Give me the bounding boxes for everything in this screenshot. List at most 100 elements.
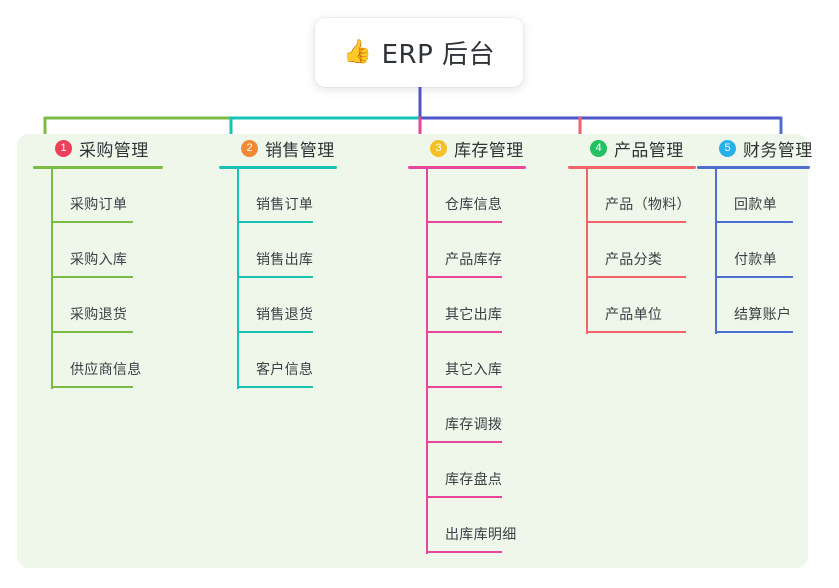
column-badge-4: 4 (590, 139, 607, 157)
module-item-label: 付款单 (734, 252, 777, 268)
module-item-label: 结算账户 (734, 307, 792, 323)
module-item-rule (237, 386, 313, 388)
module-item-label: 仓库信息 (445, 197, 503, 213)
column-spine-5 (715, 169, 717, 334)
module-item-label: 产品分类 (605, 252, 663, 268)
column-title-5: 财务管理 (743, 140, 813, 161)
module-item-rule (237, 276, 313, 278)
module-item[interactable]: 销售出库 (219, 224, 369, 279)
module-item[interactable]: 采购入库 (33, 224, 183, 279)
column-spine-4 (586, 169, 588, 334)
column-rule-2 (219, 166, 337, 169)
module-item-rule (51, 276, 133, 278)
column-items-2: 销售订单销售出库销售退货客户信息 (219, 169, 369, 389)
column-items-1: 采购订单采购入库采购退货供应商信息 (33, 169, 183, 389)
module-item-label: 其它出库 (445, 307, 503, 323)
column-rule-5 (697, 166, 810, 169)
module-item-rule (715, 331, 793, 333)
module-item-label: 库存调拨 (445, 417, 503, 433)
module-item[interactable]: 产品库存 (408, 224, 558, 279)
module-item-rule (51, 221, 133, 223)
module-item-label: 销售订单 (256, 197, 314, 213)
module-item[interactable]: 付款单 (697, 224, 827, 279)
module-item-rule (51, 331, 133, 333)
column-header-1[interactable]: 1 采购管理 (33, 134, 183, 162)
module-item-rule (426, 496, 502, 498)
column-title-2: 销售管理 (265, 140, 335, 161)
module-column-finance: 5 财务管理 回款单付款单结算账户 (697, 134, 827, 334)
module-column-sales: 2 销售管理 销售订单销售出库销售退货客户信息 (219, 134, 369, 389)
module-item-rule (51, 386, 133, 388)
module-item-rule (426, 221, 502, 223)
column-rule-4 (568, 166, 696, 169)
module-item-label: 销售出库 (256, 252, 314, 268)
module-item-label: 采购入库 (70, 252, 128, 268)
module-item[interactable]: 产品（物料） (568, 169, 728, 224)
module-item[interactable]: 仓库信息 (408, 169, 558, 224)
column-header-3[interactable]: 3 库存管理 (408, 134, 558, 162)
module-item-label: 其它入库 (445, 362, 503, 378)
module-item-rule (426, 276, 502, 278)
module-item-label: 库存盘点 (445, 472, 503, 488)
module-item[interactable]: 其它出库 (408, 279, 558, 334)
module-column-inventory: 3 库存管理 仓库信息产品库存其它出库其它入库库存调拨库存盘点出库库明细 (408, 134, 558, 554)
module-column-product: 4 产品管理 产品（物料） 产品分类产品单位 (568, 134, 728, 334)
module-item[interactable]: 其它入库 (408, 334, 558, 389)
column-title-3: 库存管理 (454, 140, 524, 161)
module-item-label: 销售退货 (256, 307, 314, 323)
column-items-5: 回款单付款单结算账户 (697, 169, 827, 334)
column-title-4: 产品管理 (614, 140, 684, 161)
column-badge-2: 2 (241, 139, 258, 157)
module-item-label: 客户信息 (256, 362, 314, 378)
column-header-5[interactable]: 5 财务管理 (697, 134, 827, 162)
module-item-rule (586, 276, 686, 278)
module-item-label: 供应商信息 (70, 362, 142, 378)
module-column-purchasing: 1 采购管理 采购订单采购入库采购退货供应商信息 (33, 134, 183, 389)
module-item[interactable]: 结算账户 (697, 279, 827, 334)
module-item-label: 采购退货 (70, 307, 128, 323)
module-item-rule (426, 331, 502, 333)
module-item-rule (426, 551, 502, 553)
module-item-rule (715, 221, 793, 223)
module-item[interactable]: 销售订单 (219, 169, 369, 224)
module-item-label: 采购订单 (70, 197, 128, 213)
thumbs-up-icon: 👍 (342, 39, 372, 65)
column-rule-1 (33, 166, 163, 169)
module-item-rule (586, 221, 686, 223)
module-item[interactable]: 采购退货 (33, 279, 183, 334)
column-items-4: 产品（物料） 产品分类产品单位 (568, 169, 728, 334)
module-item[interactable]: 销售退货 (219, 279, 369, 334)
module-item[interactable]: 库存盘点 (408, 444, 558, 499)
module-item-rule (237, 221, 313, 223)
module-item[interactable]: 客户信息 (219, 334, 369, 389)
module-item-label: 产品（物料） (605, 197, 691, 213)
module-item[interactable]: 产品分类 (568, 224, 728, 279)
column-items-3: 仓库信息产品库存其它出库其它入库库存调拨库存盘点出库库明细 (408, 169, 558, 554)
module-item-label: 出库库明细 (445, 527, 517, 543)
column-spine-2 (237, 169, 239, 389)
column-badge-1: 1 (55, 139, 72, 157)
module-item-rule (586, 331, 686, 333)
root-node-content: 👍 ERP 后台 (343, 34, 495, 71)
column-spine-3 (426, 169, 428, 554)
module-item-rule (426, 386, 502, 388)
module-item[interactable]: 出库库明细 (408, 499, 558, 554)
module-item[interactable]: 产品单位 (568, 279, 728, 334)
module-item[interactable]: 库存调拨 (408, 389, 558, 444)
column-badge-5: 5 (719, 139, 736, 157)
module-item[interactable]: 回款单 (697, 169, 827, 224)
column-header-4[interactable]: 4 产品管理 (568, 134, 728, 162)
root-node[interactable]: 👍 ERP 后台 (315, 18, 523, 87)
module-item[interactable]: 采购订单 (33, 169, 183, 224)
module-item-rule (237, 331, 313, 333)
module-item-label: 产品单位 (605, 307, 663, 323)
module-item-label: 产品库存 (445, 252, 503, 268)
module-item-rule (715, 276, 793, 278)
column-header-2[interactable]: 2 销售管理 (219, 134, 369, 162)
column-title-1: 采购管理 (79, 140, 149, 161)
module-item-rule (426, 441, 502, 443)
module-item-label: 回款单 (734, 197, 777, 213)
module-item[interactable]: 供应商信息 (33, 334, 183, 389)
column-rule-3 (408, 166, 526, 169)
